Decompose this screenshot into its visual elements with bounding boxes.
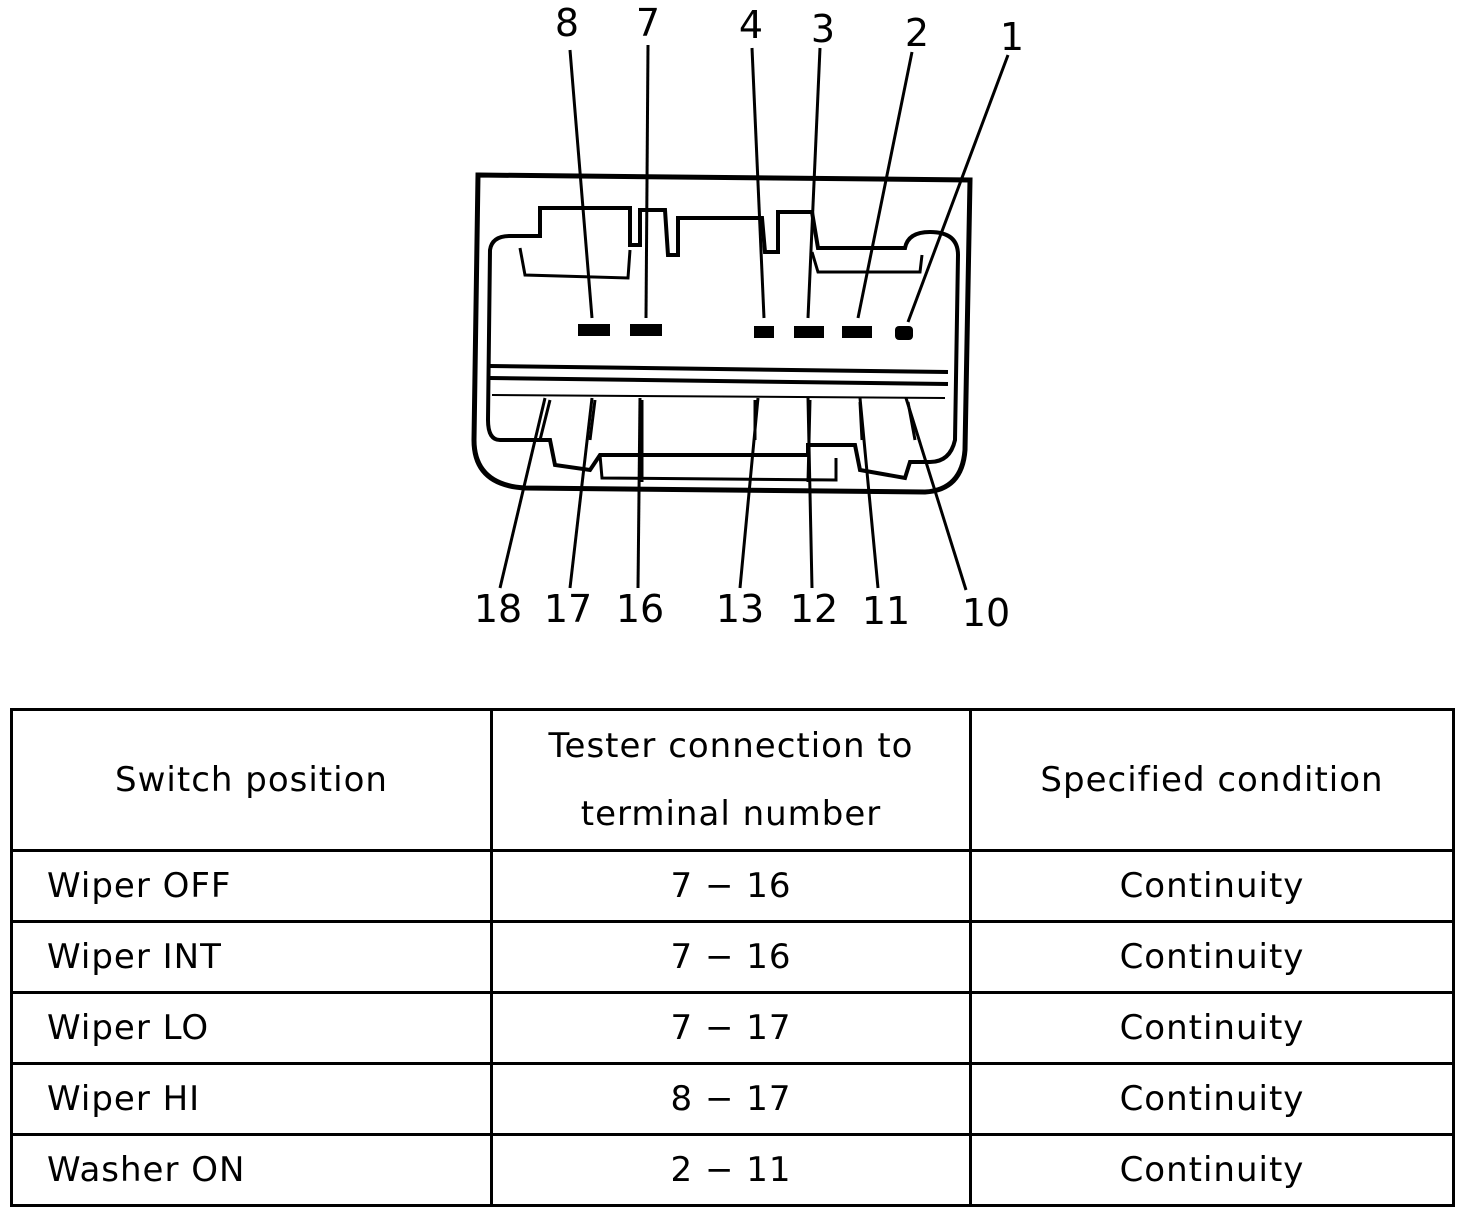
header-specified-condition: Specified condition	[969, 708, 1455, 852]
top-leader-lines	[568, 44, 1010, 323]
divider-line	[489, 364, 949, 374]
header-tester-connection: Tester connection to terminal number	[490, 708, 972, 852]
switch-position-cell: Washer ON	[10, 1133, 493, 1207]
terminal-label: 16	[616, 587, 664, 631]
condition-cell: Continuity	[969, 1133, 1455, 1207]
terminal-label: 7	[636, 1, 660, 45]
connector-diagram: 8 7 4 3 2 1 18 17 16 13 12 11 10	[471, 1, 1024, 635]
terminal-bar	[518, 247, 924, 280]
divider-line	[491, 394, 946, 399]
terminal-label: 3	[811, 7, 835, 51]
table-row: Wiper LO 7 − 17 Continuity	[10, 991, 1455, 1065]
terminal-8	[578, 324, 610, 336]
terminal-4	[754, 326, 774, 338]
terminal-cell: 7 − 17	[490, 991, 972, 1065]
terminal-cell: 7 − 16	[490, 849, 972, 923]
terminal-label: 10	[962, 591, 1010, 635]
header-switch-position: Switch position	[10, 708, 493, 852]
header-tester-line1: Tester connection to	[548, 726, 914, 766]
table-row: Washer ON 2 − 11 Continuity	[10, 1133, 1455, 1207]
condition-cell: Continuity	[969, 920, 1455, 994]
header-tester-line2: terminal number	[580, 794, 882, 834]
table-row: Wiper OFF 7 − 16 Continuity	[10, 849, 1455, 923]
terminal-label: 17	[544, 587, 592, 631]
terminal-label: 8	[555, 1, 579, 45]
terminal-7	[630, 324, 662, 336]
condition-cell: Continuity	[969, 849, 1455, 923]
condition-cell: Continuity	[969, 991, 1455, 1065]
bottom-leader-lines	[498, 397, 968, 591]
terminal-1	[895, 326, 913, 340]
terminal-label: 1	[1000, 15, 1024, 59]
table-header-row: Switch position Tester connection to ter…	[10, 708, 1455, 852]
connector-inner-contour	[485, 206, 961, 481]
terminal-2	[842, 326, 872, 338]
divider-line	[489, 376, 949, 386]
terminal-label: 13	[716, 587, 764, 631]
terminal-cell: 8 − 17	[490, 1062, 972, 1136]
terminal-label: 2	[905, 11, 929, 55]
table-row: Wiper HI 8 − 17 Continuity	[10, 1062, 1455, 1136]
terminal-label: 12	[790, 587, 838, 631]
switch-position-cell: Wiper LO	[10, 991, 493, 1065]
terminal-3	[794, 326, 824, 338]
inspection-table-wrapper: Switch position Tester connection to ter…	[10, 708, 1455, 1207]
inspection-table: Switch position Tester connection to ter…	[10, 708, 1455, 1207]
terminal-cell: 7 − 16	[490, 920, 972, 994]
terminal-label: 4	[739, 3, 763, 47]
condition-cell: Continuity	[969, 1062, 1455, 1136]
connector-housing	[471, 172, 973, 495]
switch-position-cell: Wiper INT	[10, 920, 493, 994]
terminal-cell: 2 − 11	[490, 1133, 972, 1207]
table-row: Wiper INT 7 − 16 Continuity	[10, 920, 1455, 994]
terminal-label: 18	[474, 587, 522, 631]
switch-position-cell: Wiper OFF	[10, 849, 493, 923]
terminal-label: 11	[862, 589, 910, 633]
switch-position-cell: Wiper HI	[10, 1062, 493, 1136]
